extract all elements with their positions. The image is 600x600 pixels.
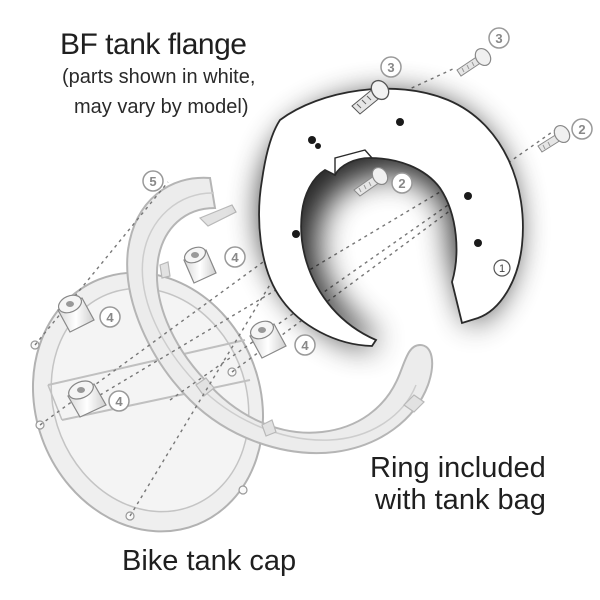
screw-right: [537, 124, 571, 153]
flange-title: BF tank flange: [60, 28, 247, 61]
callout-number: 4: [106, 310, 114, 325]
callout-screw-middle: 2: [391, 172, 413, 194]
spacer-center: [249, 320, 287, 359]
spacer-lower-left: [67, 380, 107, 418]
callout-spacer-center: 4: [294, 334, 316, 356]
flange-hole: [396, 118, 404, 126]
screw-on-flange: [351, 79, 390, 115]
callout-flange-marker: 1: [493, 259, 511, 277]
spacer-upper: [183, 246, 217, 284]
callout-number: 1: [499, 263, 505, 275]
tank-cap: [30, 271, 265, 533]
callout-number: 3: [495, 31, 502, 46]
callout-number: 3: [387, 60, 394, 75]
flange-hole: [315, 143, 321, 149]
ring-label-line2: with tank bag: [375, 484, 546, 516]
flange-hole: [292, 230, 300, 238]
callout-screw-on-flange: 3: [380, 56, 402, 78]
screw-middle: [353, 166, 389, 197]
callout-number: 4: [115, 394, 123, 409]
callout-number: 5: [149, 174, 156, 189]
tank-flange: [258, 87, 524, 347]
tank-cap-label: Bike tank cap: [122, 545, 297, 577]
callout-number: 2: [578, 122, 585, 137]
callout-ring-part: 5: [142, 170, 164, 192]
flange-hole: [308, 136, 316, 144]
callout-number: 2: [398, 176, 405, 191]
cap-bolt-hole: [238, 485, 248, 495]
flange-hole: [464, 192, 472, 200]
tank-ring: [126, 176, 434, 454]
callout-number: 4: [231, 250, 239, 265]
flange-note-line1: (parts shown in white,: [62, 66, 256, 88]
callout-spacer-lower-left: 4: [108, 390, 130, 412]
callout-screw-right: 2: [571, 118, 593, 140]
callout-screw-top-right: 3: [488, 27, 510, 49]
flange-note-line2: may vary by model): [74, 96, 249, 118]
screw-top-right: [456, 47, 492, 77]
callout-spacer-upper: 4: [224, 246, 246, 268]
spacer-left: [57, 294, 95, 333]
callout-spacer-left: 4: [99, 306, 121, 328]
ring-label-line1: Ring included: [370, 452, 546, 484]
callout-number: 4: [301, 338, 309, 353]
flange-hole: [474, 239, 482, 247]
